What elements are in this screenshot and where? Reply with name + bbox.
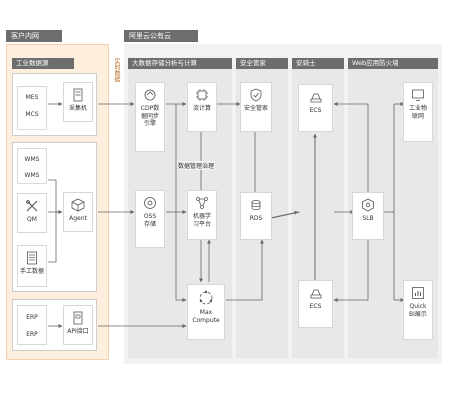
database-icon — [251, 200, 261, 210]
chip-icon — [196, 89, 208, 101]
document-list-icon — [27, 251, 37, 265]
api-node: API接口 — [63, 305, 93, 345]
slb-node: SLB — [352, 192, 384, 240]
bigdata-section-header: 大数据存储分析与计算 — [128, 58, 232, 69]
source-erp2-label: ERP — [26, 330, 38, 338]
maxcompute-label: Max Compute — [192, 309, 220, 324]
cube-icon — [71, 198, 85, 212]
source-mcs-label: MCS — [25, 110, 39, 118]
source-node-manual: 手工数据 — [17, 245, 47, 287]
collector-node: 采集机 — [63, 82, 93, 122]
realtime-data-text: 实时数据 — [113, 58, 120, 82]
realtime-data-label: 实时数据 — [112, 58, 121, 84]
security-section-header: 安全管家 — [236, 58, 288, 69]
storage-icon — [144, 197, 156, 209]
shield-section-header: 安骑士 — [292, 58, 344, 69]
cdp-node: CDP数 据同步 引擎 — [135, 82, 165, 152]
slb-label: SLB — [362, 215, 374, 222]
cloud-region-header: 阿里云公有云 — [124, 30, 198, 42]
quickbi-label: Quick BI展示 — [409, 303, 427, 318]
source-wms2-label: WMS — [24, 171, 40, 179]
source-qm-label: QM — [27, 216, 37, 223]
rds-node: RDS — [240, 192, 272, 240]
api-label: API接口 — [67, 328, 89, 335]
stream-compute-node: 流计算 — [187, 82, 217, 132]
source-node-qm: QM — [17, 193, 47, 233]
customer-region-header: 客户内网 — [6, 30, 62, 42]
quickbi-node: Quick BI展示 — [403, 280, 433, 340]
compute-ring-icon — [199, 290, 213, 305]
source-mes-label: MES — [25, 94, 39, 101]
interface-icon — [73, 311, 83, 325]
monitor-icon — [412, 89, 424, 101]
shield-icon — [250, 88, 262, 102]
waf-section-header: Web应用防火墙 — [348, 58, 438, 69]
security-node-label: 安全管家 — [243, 105, 268, 112]
source-manual-label: 手工数据 — [19, 268, 44, 275]
stream-label: 流计算 — [192, 105, 211, 112]
ecs-node-top: ECS — [298, 84, 333, 132]
agent-node: Agent — [63, 192, 93, 232]
ml-label: 机器学 习平台 — [192, 213, 211, 228]
oss-node: OSS 存储 — [135, 190, 165, 248]
network-icon — [196, 197, 208, 209]
cdp-label: CDP数 据同步 引擎 — [140, 105, 160, 127]
cloud-server-icon — [310, 93, 321, 103]
industrial-data-source-header: 工业数据源 — [12, 58, 74, 69]
ml-platform-node: 机器学 习平台 — [187, 190, 217, 240]
load-balancer-icon — [362, 198, 374, 212]
bar-chart-icon — [412, 287, 424, 299]
agent-label: Agent — [69, 215, 87, 222]
oss-label: OSS 存储 — [143, 213, 157, 228]
industrial-label: 工业物 联网 — [408, 105, 427, 120]
source-erp-label: ERP — [26, 314, 38, 321]
ecs-node-bottom: ECS — [298, 280, 333, 328]
source-wms-label: WMS — [24, 156, 40, 163]
sync-icon — [144, 89, 156, 101]
collector-label: 采集机 — [68, 105, 87, 112]
rds-label: RDS — [249, 215, 263, 222]
tools-icon — [26, 200, 38, 212]
maxcompute-node: Max Compute — [187, 284, 225, 340]
ecs-top-label: ECS — [309, 107, 322, 114]
industrial-iot-node: 工业物 联网 — [403, 82, 433, 142]
source-node-wms: WMS WMS — [17, 148, 47, 184]
data-governance-label: 数据管理治理 — [177, 161, 216, 170]
server-icon — [73, 88, 83, 102]
source-node-mes: MES MCS — [17, 86, 47, 130]
source-node-erp: ERP ERP — [17, 305, 47, 345]
ecs-bottom-label: ECS — [309, 303, 322, 310]
security-manager-node: 安全管家 — [240, 82, 272, 132]
cloud-server-icon — [310, 289, 321, 299]
